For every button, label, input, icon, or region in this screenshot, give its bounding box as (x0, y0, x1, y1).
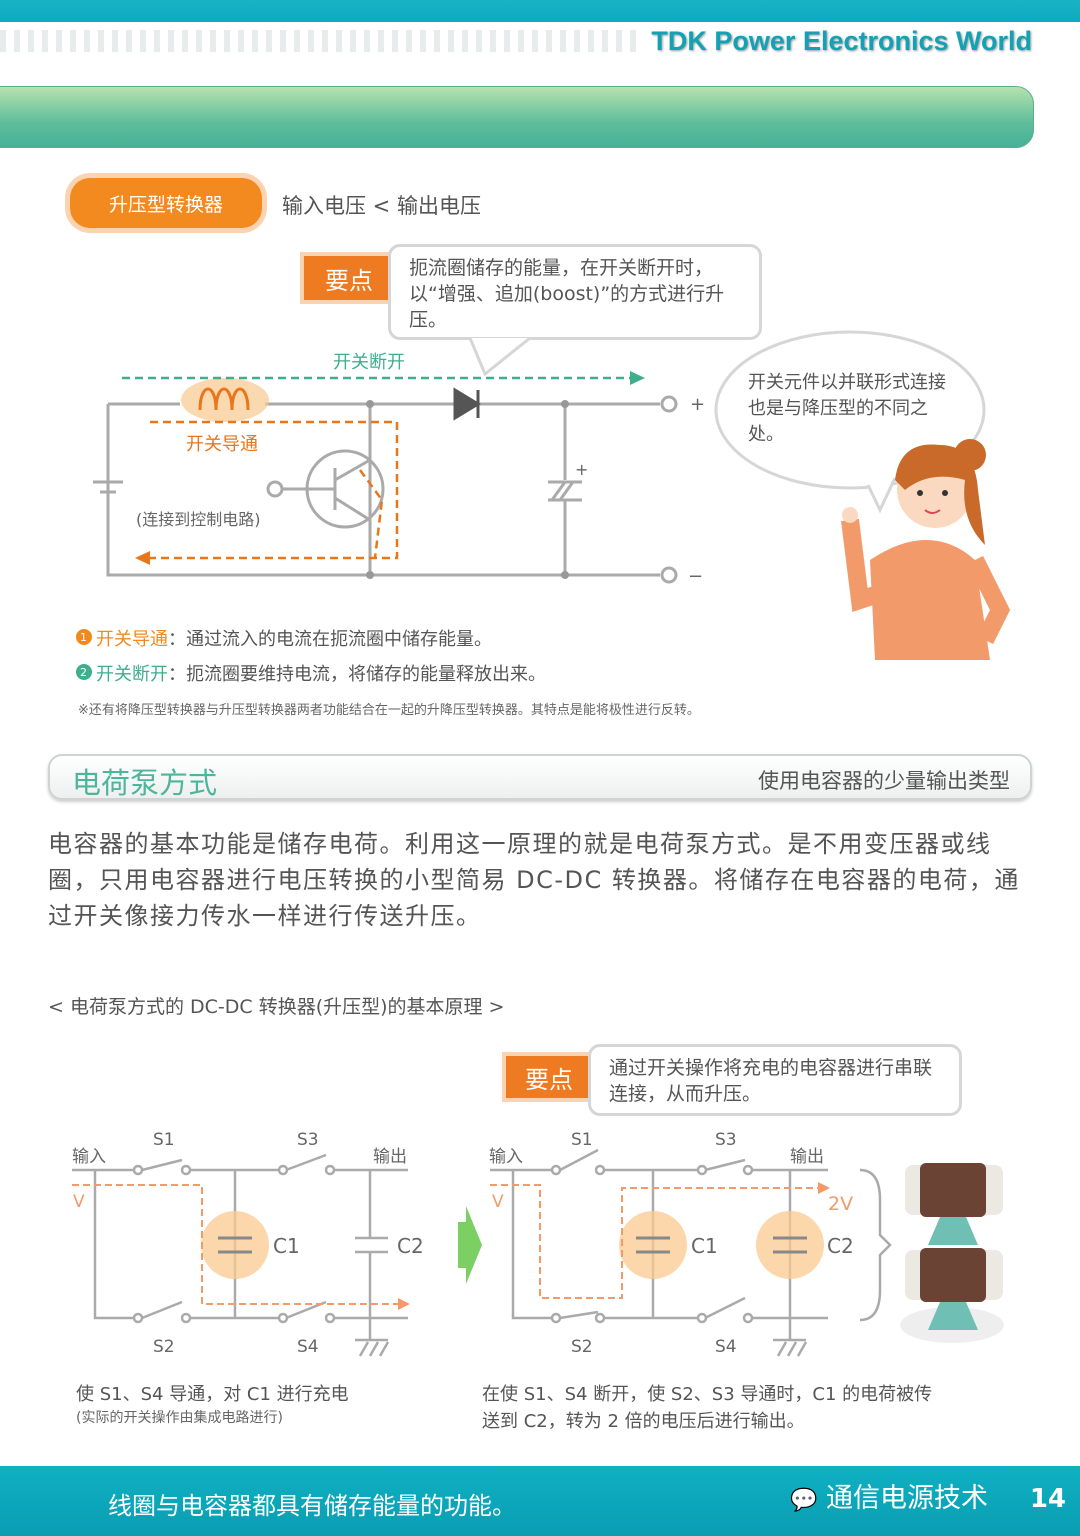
note-text: ：通过流入的电流在扼流圈中储存能量。 (168, 629, 492, 650)
minus-terminal: − (688, 566, 703, 587)
left-description: 使 S1、S4 导通，对 C1 进行充电 (76, 1384, 349, 1405)
output-label: 输出 (373, 1147, 407, 1167)
s1-label: S1 (571, 1130, 593, 1150)
bubble-tail (468, 336, 531, 377)
c1-label: C1 (273, 1234, 300, 1258)
s1-label: S1 (153, 1130, 175, 1150)
note-number: 1 (80, 631, 87, 644)
c2-glow (756, 1211, 824, 1279)
left-subnote: (实际的开关操作由集成电路进行) (76, 1410, 283, 1426)
s4-label: S4 (297, 1337, 319, 1357)
arrow-icon (818, 1182, 830, 1194)
arrow-icon (135, 551, 150, 565)
boost-converter-label: 升压型转换器 (70, 178, 262, 228)
transition-arrow-icon (458, 1206, 482, 1284)
presenter-character-icon (841, 439, 1011, 660)
plus-terminal: + (690, 394, 705, 415)
number-1-icon (76, 629, 92, 645)
footnote: ※还有将降压型转换器与升压型转换器两者功能结合在一起的升降压型转换器。其特点是能… (78, 703, 700, 718)
switch-off-label: 开关断开 (333, 352, 405, 373)
capacitor-icons (636, 1236, 807, 1254)
watermark: 💬 通信电源技术 (790, 1476, 988, 1515)
right-description-line2: 送到 C2，转为 2 倍的电压后进行输出。 (482, 1411, 805, 1432)
input-label: 输入 (72, 1147, 106, 1167)
switch-on-label: 开关导通 (186, 434, 258, 455)
note-1: 开关导通：通过流入的电流在扼流圈中储存能量。 (96, 625, 492, 651)
section-header: 电荷泵方式 使用电容器的少量输出类型 (48, 754, 1032, 800)
brand-title: TDK Power Electronics World (651, 26, 1032, 56)
section-subtitle: 使用电容器的少量输出类型 (758, 769, 1010, 793)
c1-glow (619, 1211, 687, 1279)
v-label: V (492, 1192, 504, 1212)
s3-label: S3 (297, 1130, 319, 1150)
junction-dots (366, 400, 569, 579)
s4-label: S4 (715, 1337, 737, 1357)
right-description-line1: 在使 S1、S4 断开，使 S2、S3 导通时，C1 的电荷被传 (482, 1384, 933, 1405)
c1-label: C1 (691, 1234, 718, 1258)
key-point-badge: 要点 (506, 1056, 592, 1098)
speech-tail (866, 477, 897, 514)
decorative-dots (0, 30, 640, 52)
c1-glow (201, 1211, 269, 1279)
c2-label: C2 (827, 1234, 854, 1258)
page-number: 14 (1029, 1484, 1066, 1514)
body-paragraph: 电容器的基本功能是储存电荷。利用这一原理的就是电荷泵方式。是不用变压器或线圈，只… (48, 830, 1020, 930)
watermark-text: 通信电源技术 (826, 1483, 988, 1514)
control-circuit-label: (连接到控制电路) (136, 510, 261, 529)
charge-path (72, 1184, 400, 1305)
s2-label: S2 (571, 1337, 593, 1357)
capacitor-c1-icon (218, 1236, 252, 1254)
inductor-glow (181, 378, 269, 422)
key-point-bubble: 扼流圈储存的能量，在开关断开时，以“增强、追加(boost)”的方式进行升压。 (388, 244, 762, 340)
key-point-bubble: 通过开关操作将充电的电容器进行串联连接，从而升压。 (588, 1044, 962, 1116)
note-number: 2 (80, 666, 87, 679)
2v-label: 2V (828, 1193, 853, 1215)
key-point-badge: 要点 (304, 256, 394, 300)
capacitor-plus: + (575, 460, 588, 479)
switch-on-path (150, 420, 399, 560)
footer-text: 线圈与电容器都具有储存能量的功能。 (108, 1492, 516, 1520)
wechat-icon: 💬 (790, 1488, 818, 1513)
note-term: 开关导通 (96, 629, 168, 650)
stacked-capacitor-characters-icon (900, 1163, 1004, 1343)
footer-bar: 线圈与电容器都具有储存能量的功能。 💬 通信电源技术 14 (0, 1466, 1080, 1536)
green-banner (0, 86, 1034, 148)
s2-label: S2 (153, 1337, 175, 1357)
top-bar (0, 0, 1080, 22)
arrow-icon (398, 1298, 410, 1310)
inductor-icon (198, 387, 250, 411)
input-label: 输入 (489, 1147, 523, 1167)
figure-caption: < 电荷泵方式的 DC-DC 转换器(升压型)的基本原理 > (48, 996, 505, 1018)
note-2: 开关断开：扼流圈要维持电流，将储存的能量释放出来。 (96, 660, 546, 686)
speech-text: 开关元件以并联形式连接也是与降压型的不同之处。 (748, 372, 946, 445)
section-title: 电荷泵方式 (72, 766, 218, 800)
diode-icon (453, 387, 481, 421)
c2-label: C2 (397, 1234, 424, 1258)
number-2-icon (76, 664, 92, 680)
arrow-icon (630, 371, 645, 385)
boost-circuit (93, 395, 678, 584)
pump-labels: 输入 输出 V S1 S3 S2 S4 C1 C2 输入 输出 V 2V S1 … (72, 1130, 854, 1357)
v-label: V (73, 1192, 85, 1212)
note-text: ：扼流圈要维持电流，将储存的能量释放出来。 (168, 664, 546, 685)
note-term: 开关断开 (96, 664, 168, 685)
voltage-relation: 输入电压 < 输出电压 (282, 194, 481, 218)
output-label: 输出 (790, 1147, 824, 1167)
discharge-path (490, 1184, 820, 1299)
s3-label: S3 (715, 1130, 737, 1150)
